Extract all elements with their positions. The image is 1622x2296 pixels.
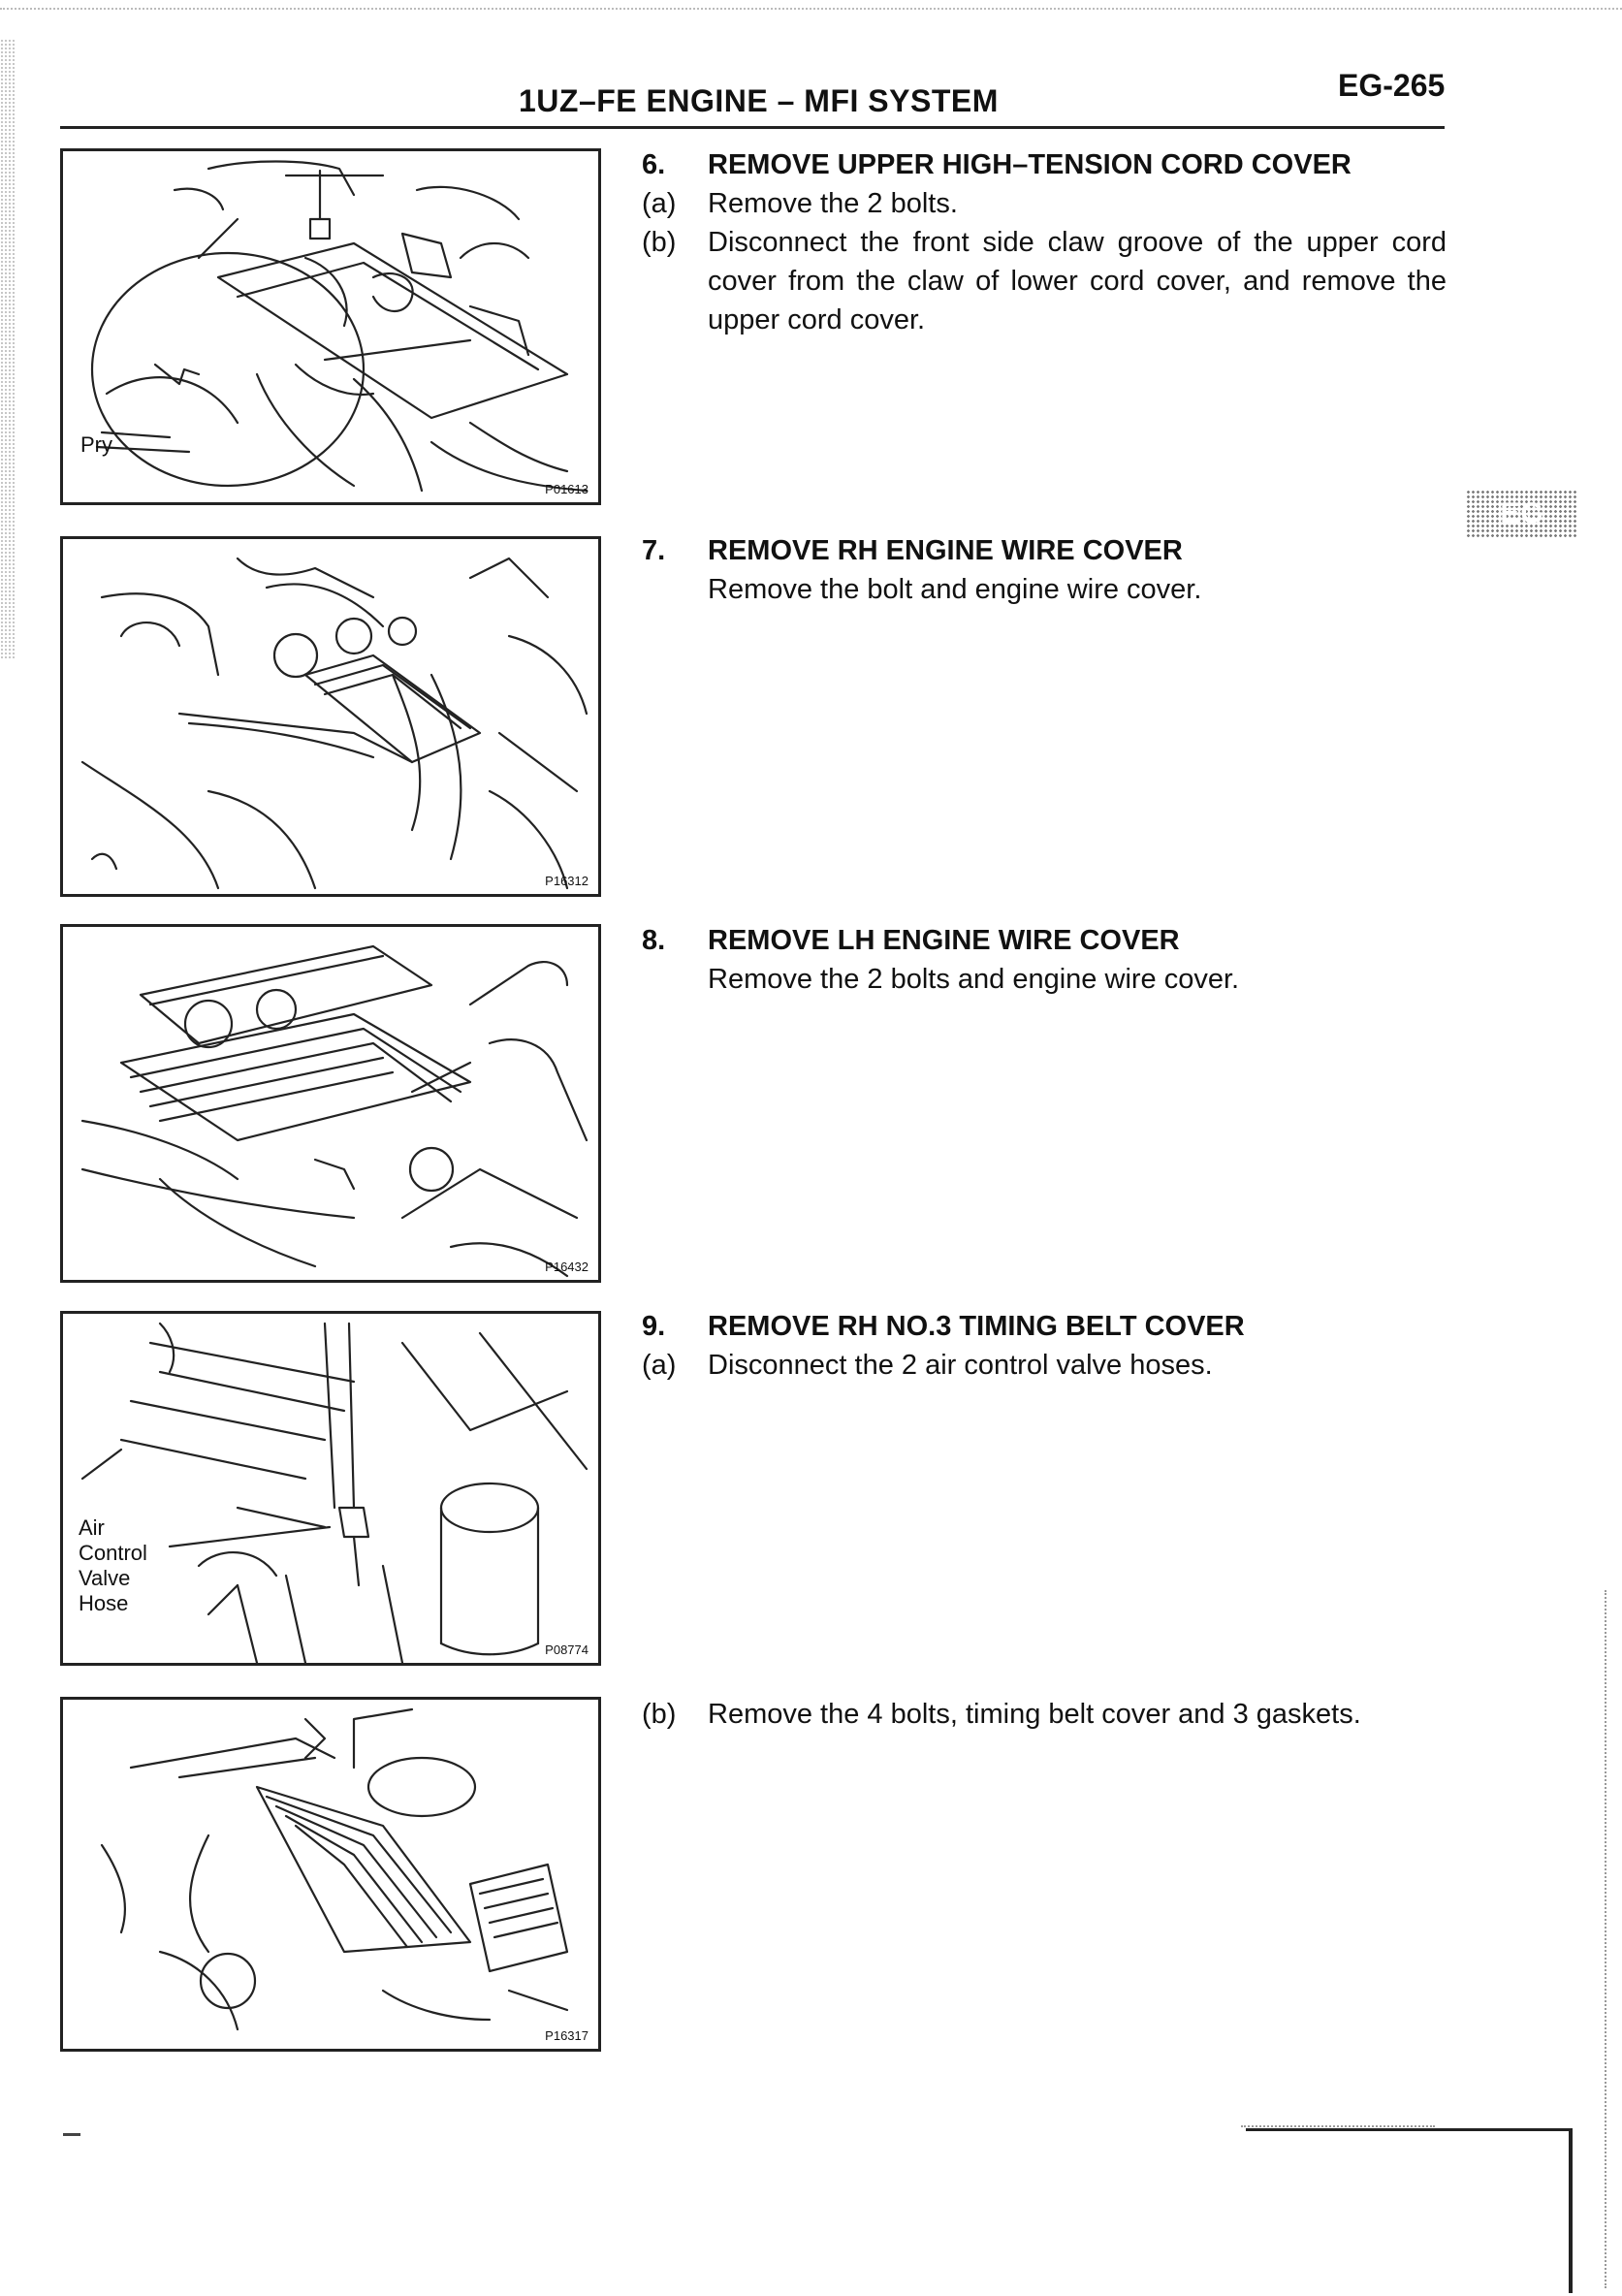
step-9: 9. REMOVE RH NO.3 TIMING BELT COVER (a) … bbox=[642, 1307, 1447, 1385]
step-title: REMOVE LH ENGINE WIRE COVER bbox=[708, 925, 1180, 956]
page-title: 1UZ–FE ENGINE – MFI SYSTEM bbox=[519, 83, 999, 118]
corner-mark bbox=[63, 2133, 80, 2136]
figure-code: P16432 bbox=[545, 1260, 588, 1274]
step-title: REMOVE UPPER HIGH–TENSION CORD COVER bbox=[708, 149, 1352, 180]
item-text: Remove the 2 bolts. bbox=[708, 188, 958, 219]
step-number: 8. bbox=[642, 925, 666, 956]
step-item: (b) Disconnect the front side claw groov… bbox=[642, 223, 1447, 339]
scan-edge-speckle bbox=[0, 39, 16, 659]
pry-label: Pry bbox=[80, 432, 112, 457]
figure-code: P08774 bbox=[545, 1642, 588, 1657]
step-8: 8. REMOVE LH ENGINE WIRE COVER Remove th… bbox=[642, 921, 1447, 999]
step-body: Remove the 2 bolts and engine wire cover… bbox=[708, 964, 1240, 995]
item-key: (a) bbox=[642, 188, 677, 219]
figure-code: P16312 bbox=[545, 874, 588, 888]
step-title: REMOVE RH NO.3 TIMING BELT COVER bbox=[708, 1311, 1245, 1342]
step-number: 6. bbox=[642, 149, 666, 180]
step-number: 9. bbox=[642, 1311, 666, 1342]
figure-lh-wire-cover: P16432 bbox=[60, 924, 601, 1283]
step-7: 7. REMOVE RH ENGINE WIRE COVER Remove th… bbox=[642, 531, 1447, 609]
figure-upper-cord-cover: Pry P01613 bbox=[60, 148, 601, 505]
header-rule bbox=[60, 126, 1445, 129]
figure-timing-belt-cover: P16317 bbox=[60, 1697, 601, 2052]
footer-rule-vertical bbox=[1569, 2128, 1573, 2293]
page-top-border bbox=[0, 8, 1622, 10]
engine-illustration bbox=[100, 1707, 569, 2031]
figure-air-control-valve-hose: Air Control Valve Hose P08774 bbox=[60, 1311, 601, 1666]
item-key: (b) bbox=[642, 227, 677, 258]
step-item: (a) Remove the 2 bolts. bbox=[642, 184, 1447, 223]
footer-dots bbox=[1241, 2125, 1435, 2127]
figure-code: P16317 bbox=[545, 2028, 588, 2043]
engine-illustration bbox=[80, 557, 588, 890]
step-item: (b) Remove the 4 bolts, timing belt cove… bbox=[642, 1695, 1447, 1734]
engine-illustration bbox=[80, 1322, 588, 1663]
step-6: 6. REMOVE UPPER HIGH–TENSION CORD COVER … bbox=[642, 145, 1447, 339]
item-text: Disconnect the 2 air control valve hoses… bbox=[708, 1350, 1213, 1381]
air-label: Air bbox=[79, 1515, 105, 1540]
item-key: (a) bbox=[642, 1350, 677, 1381]
step-item: (a) Disconnect the 2 air control valve h… bbox=[642, 1346, 1447, 1385]
item-text: Disconnect the front side claw groove of… bbox=[708, 227, 1447, 335]
step-body: Remove the bolt and engine wire cover. bbox=[708, 574, 1202, 605]
step-number: 7. bbox=[642, 535, 666, 566]
figure-code: P01613 bbox=[545, 482, 588, 496]
item-text: Remove the 4 bolts, timing belt cover an… bbox=[708, 1699, 1361, 1730]
hose-label: Hose bbox=[79, 1591, 129, 1615]
step-title: REMOVE RH ENGINE WIRE COVER bbox=[708, 535, 1183, 566]
page-number: EG-265 bbox=[1338, 68, 1446, 103]
control-label: Control bbox=[79, 1541, 147, 1565]
valve-label: Valve bbox=[79, 1566, 131, 1590]
section-tab: EG bbox=[1466, 490, 1578, 538]
step-9b: (b) Remove the 4 bolts, timing belt cove… bbox=[642, 1695, 1447, 1734]
engine-illustration bbox=[90, 160, 588, 493]
footer-rule bbox=[1246, 2128, 1571, 2131]
engine-illustration bbox=[80, 944, 588, 1278]
scan-edge-dots bbox=[1605, 1590, 1606, 2288]
figure-rh-wire-cover: P16312 bbox=[60, 536, 601, 897]
item-key: (b) bbox=[642, 1699, 677, 1730]
section-tab-label: EG bbox=[1500, 497, 1544, 529]
